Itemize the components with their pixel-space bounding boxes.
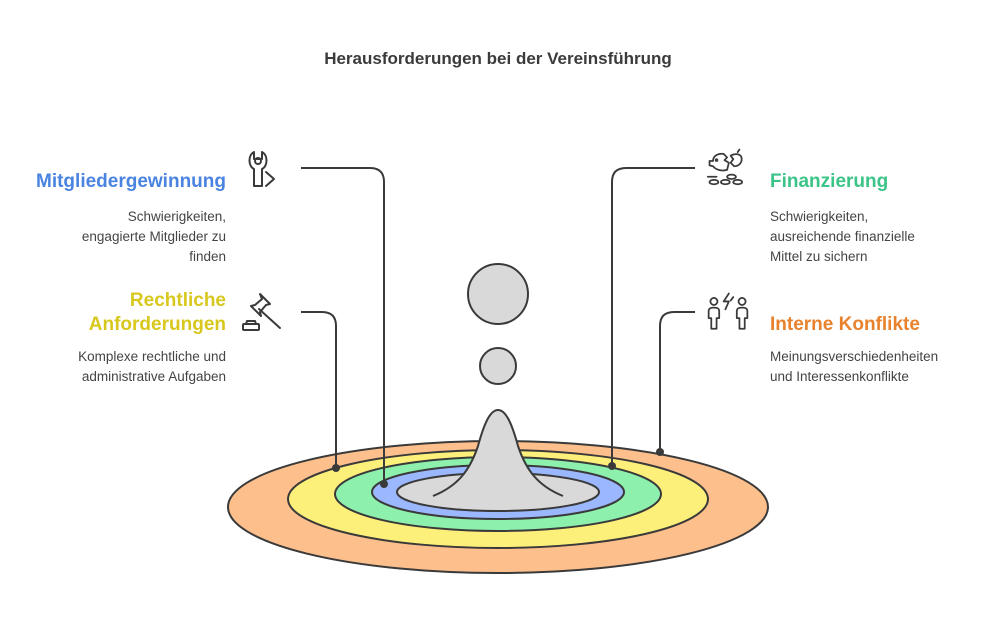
connector-konflikte	[659, 311, 695, 452]
connector-dot-finanzierung	[608, 462, 616, 470]
drop-small	[479, 347, 517, 385]
heading-finanzierung: Finanzierung	[770, 171, 889, 192]
connector-rechtliche	[301, 311, 337, 468]
heading-mitgliedergewinnung: Mitgliedergewinnung	[36, 171, 226, 192]
people-conflict-icon	[707, 292, 749, 330]
connector-mitglieder	[301, 167, 385, 484]
broken-piggy-bank-icon	[706, 148, 743, 186]
connector-dot-konflikte	[656, 448, 664, 456]
connector-finanzierung	[611, 167, 695, 466]
connector-dot-rechtliche	[332, 464, 340, 472]
page-title: Herausforderungen bei der Vereinsführung	[324, 49, 672, 68]
drop-large	[467, 263, 529, 325]
heading-interne-konflikte: Interne Konflikte	[770, 314, 920, 335]
desc-mitgliedergewinnung: Schwierigkeiten, engagierte Mitglieder z…	[81, 209, 226, 264]
pushpin-icon	[242, 293, 281, 331]
desc-finanzierung: Schwierigkeiten, ausreichende finanziell…	[770, 209, 915, 264]
desc-interne-konflikte: Meinungsverschiedenheiten und Interessen…	[770, 349, 939, 384]
connector-dot-mitglieder	[380, 480, 388, 488]
heading-rechtliche-anforderungen: Rechtliche Anforderungen	[88, 290, 226, 335]
splash-peak	[432, 409, 564, 497]
wrench-icon	[248, 151, 275, 187]
desc-rechtliche-anforderungen: Komplexe rechtliche und administrative A…	[78, 349, 226, 384]
